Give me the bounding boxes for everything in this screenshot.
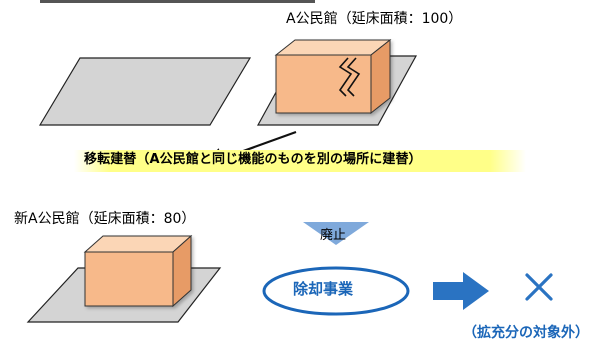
demolition-ellipse: [262, 266, 410, 316]
existing-building-box: [274, 38, 392, 115]
abolish-label: 廃止: [320, 228, 347, 243]
out-of-scope-label: （拡充分の対象外）: [463, 325, 589, 341]
demolition-label: 除却事業: [293, 280, 354, 298]
existing-building-label: A公民館（延床面積：100）: [286, 11, 463, 27]
relocation-label: 移転建替（A公民館と同じ機能のものを別の場所に建替）: [84, 152, 422, 167]
crack-icon: [338, 57, 361, 97]
cropped-heading: [40, 0, 315, 3]
new-building-label: 新A公民館（延床面積：80）: [14, 211, 196, 227]
cross-mark-icon: [525, 273, 553, 301]
relocation-highlight: [74, 150, 526, 172]
empty-lot-plate: [38, 57, 252, 126]
new-building-box: [83, 234, 193, 308]
down-triangle-icon: [303, 222, 369, 245]
right-arrow-icon: [433, 272, 489, 310]
